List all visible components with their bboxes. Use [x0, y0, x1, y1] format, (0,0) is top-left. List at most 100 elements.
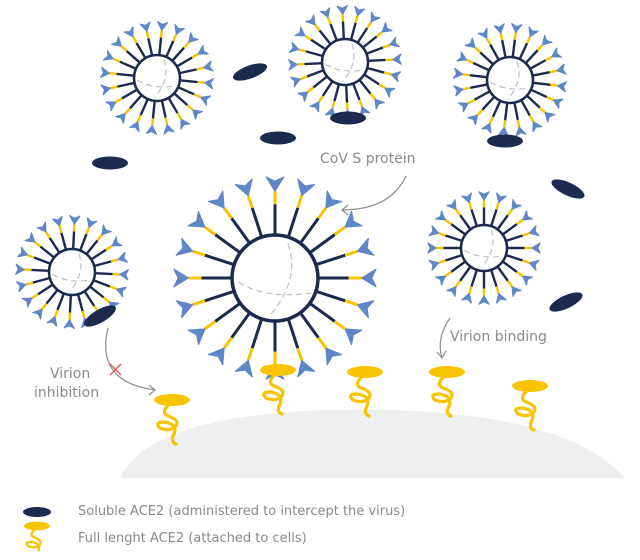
spike-head-icon [24, 232, 36, 243]
spike-stalk [363, 73, 380, 86]
spike-stalk [532, 81, 551, 87]
spike-ace2-binding-site [382, 43, 391, 49]
spike-stalk [470, 209, 479, 227]
ace2-head [260, 364, 296, 376]
spike-head-icon [457, 102, 469, 113]
label-virion-inhibition-2: inhibition [34, 385, 100, 401]
spike-stalk [93, 260, 112, 268]
spike-stalk [479, 51, 494, 66]
spike-ace2-binding-site [317, 206, 328, 220]
spike-ace2-binding-site [331, 100, 336, 109]
virion-envelope [47, 247, 97, 297]
spike-head-icon [305, 14, 316, 26]
spike-head-icon [86, 217, 98, 228]
spike-ace2-binding-site [495, 202, 500, 210]
spike-stalk [496, 265, 509, 282]
spike-stalk [315, 289, 346, 303]
spike-head-icon [192, 109, 203, 120]
cell-surface [120, 409, 625, 478]
ace2-coil [25, 527, 42, 552]
arrow-virion-inhibition [105, 327, 156, 396]
spike-head-icon [139, 21, 151, 32]
spike-stalk [85, 239, 99, 255]
spike-stalk [481, 96, 496, 111]
spike-ace2-binding-site [26, 253, 35, 259]
spike-stalk [501, 223, 518, 236]
ace2-coil [156, 402, 179, 446]
spike-head-icon [207, 347, 225, 366]
spike-head-icon [309, 101, 320, 113]
spike-ace2-binding-site [120, 45, 128, 52]
spike-head-icon [36, 221, 47, 233]
spike-stalk [459, 265, 472, 282]
spike-stalk [68, 294, 73, 313]
spike-head-icon [511, 23, 523, 33]
spike-ace2-binding-site [544, 55, 553, 62]
spike-head-icon [188, 32, 199, 43]
spike-ace2-binding-site [203, 320, 217, 331]
spike-stalk [299, 311, 320, 339]
spike-ace2-binding-site [468, 286, 473, 294]
spike-ace2-binding-site [306, 86, 315, 94]
blocked-cross-icon [109, 363, 122, 376]
spike-stalk [503, 102, 509, 121]
spike-ace2-binding-site [438, 232, 446, 237]
spike-ace2-binding-site [468, 202, 473, 210]
spike-stalk [362, 35, 378, 49]
spike-head-icon [389, 36, 400, 48]
spike-head-icon [297, 91, 309, 102]
spike-head-icon [392, 53, 402, 65]
spike-ace2-binding-site [506, 208, 514, 216]
spike-stalk [505, 253, 523, 262]
spike-ace2-binding-site [114, 97, 123, 104]
spike-stalk [230, 217, 251, 245]
spike-head-icon [381, 22, 393, 33]
spike-stalk [93, 279, 111, 288]
spike-ace2-binding-site [317, 336, 328, 350]
spike-stalk [349, 22, 357, 41]
spike-stalk [310, 38, 327, 51]
spike-ace2-binding-site [124, 107, 131, 115]
spike-ace2-binding-site [172, 33, 178, 42]
spike-ace2-binding-site [522, 259, 530, 264]
spike-stalk [177, 86, 195, 96]
spike-stalk [94, 271, 113, 276]
spike-stalk [204, 289, 235, 303]
spike-ace2-binding-site [506, 280, 514, 288]
spike-head-icon [528, 26, 539, 38]
spike-head-icon [551, 47, 563, 58]
spike-head-icon [290, 76, 301, 88]
spike-head-icon [234, 178, 253, 197]
virion-texture [137, 59, 177, 98]
spike-stalk [366, 46, 384, 55]
spike-ace2-binding-site [454, 280, 462, 288]
label-virion-binding: Virion binding [450, 329, 547, 345]
spike-ace2-binding-site [53, 309, 59, 318]
spike-ace2-binding-site [465, 58, 474, 65]
spike-head-icon [265, 176, 285, 192]
spike-head-icon [174, 23, 185, 35]
spike-head-icon [522, 210, 533, 221]
spike-stalk [318, 29, 332, 45]
spike-stalk [171, 46, 185, 62]
virion-envelope [132, 53, 182, 103]
spike-head-icon [511, 199, 522, 210]
spike-head-icon [319, 7, 331, 18]
spike-head-icon [119, 269, 129, 281]
spike-stalk [366, 66, 385, 74]
spike-ace2-binding-site [528, 114, 535, 123]
spike-stalk [121, 88, 138, 100]
spike-stalk [341, 21, 346, 40]
virion-texture [325, 43, 365, 82]
spike-ace2-binding-site [112, 57, 121, 63]
spike-ace2-binding-site [375, 30, 384, 38]
spike-ace2-binding-site [298, 48, 307, 53]
spike-ace2-binding-site [522, 232, 530, 237]
spike-stalk [344, 84, 349, 103]
spike-ace2-binding-site [299, 75, 308, 81]
spike-head-icon [101, 224, 112, 236]
spike-stalk [147, 38, 154, 56]
spike-head-icon [297, 359, 316, 378]
spike-ace2-binding-site [151, 118, 155, 126]
spike-stalk [173, 92, 189, 106]
